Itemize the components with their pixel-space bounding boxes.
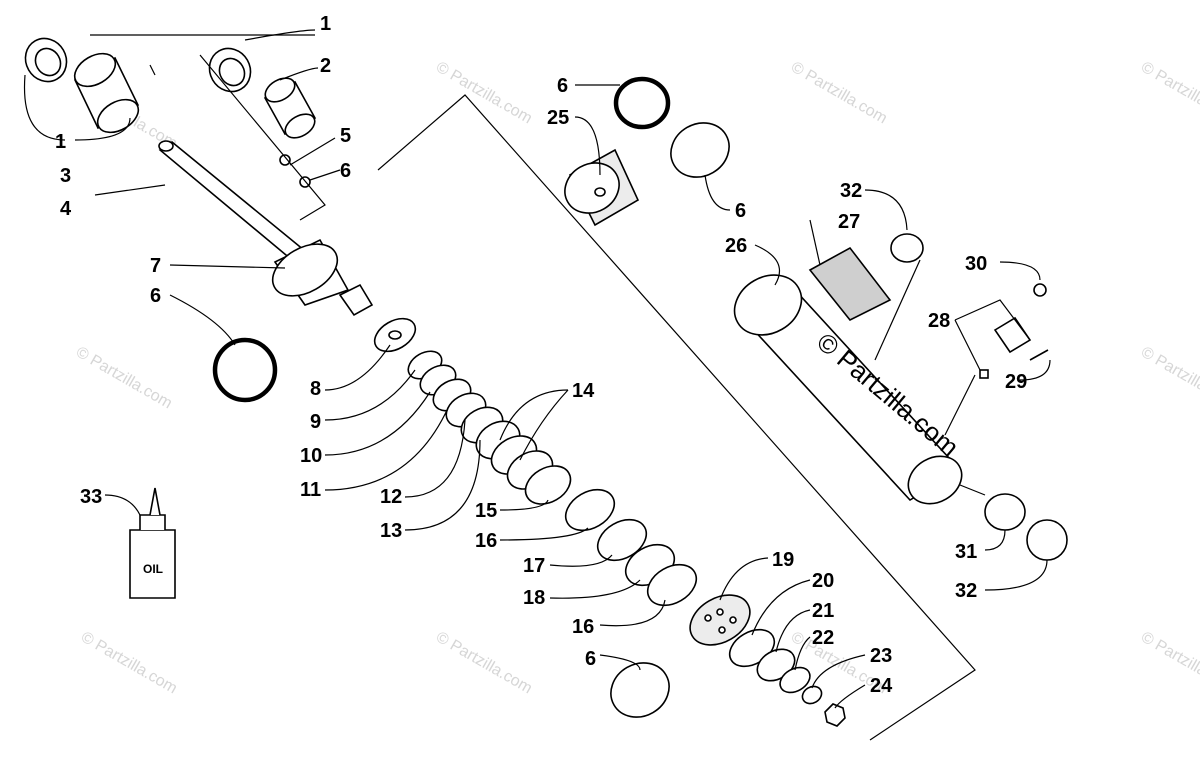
watermark-text: © Partzilla.com xyxy=(788,59,890,128)
callout-25: 25 xyxy=(547,107,569,129)
watermark-text: © Partzilla.com xyxy=(1138,344,1200,413)
decal-part-27 xyxy=(808,246,892,322)
callout-32: 32 xyxy=(840,180,862,202)
valve-part-28 xyxy=(979,316,1032,379)
shaft-part-4 xyxy=(158,140,312,267)
callout-6: 6 xyxy=(585,648,596,670)
band-part-6 xyxy=(670,122,730,178)
callout-17: 17 xyxy=(523,555,545,577)
watermark-text: © Partzilla.com xyxy=(433,629,535,698)
watermark-text: © Partzilla.com xyxy=(73,344,175,413)
callout-33: 33 xyxy=(80,486,102,508)
callout-6: 6 xyxy=(735,200,746,222)
callout-30: 30 xyxy=(965,253,987,275)
callout-1: 1 xyxy=(320,13,331,35)
callout-9: 9 xyxy=(310,411,321,433)
callout-1: 1 xyxy=(55,131,66,153)
set-screw-part-5 xyxy=(279,154,291,166)
callout-7: 7 xyxy=(150,255,161,277)
callout-31: 31 xyxy=(955,541,977,563)
callout-24: 24 xyxy=(870,675,893,697)
callout-18: 18 xyxy=(523,587,545,609)
callout-3: 3 xyxy=(60,165,71,187)
watermark-layer: © Partzilla.com © Partzilla.com © Partzi… xyxy=(73,59,1200,698)
pin-part-29 xyxy=(1029,349,1049,361)
oil-bottle-part-33: OIL xyxy=(129,487,176,599)
watermark-text: © Partzilla.com xyxy=(1138,629,1200,698)
leader-lines xyxy=(23,29,1051,709)
callout-28: 28 xyxy=(928,310,950,332)
callout-11: 11 xyxy=(300,479,321,501)
callout-2: 2 xyxy=(320,55,331,77)
callout-8: 8 xyxy=(310,378,321,400)
washer-hole xyxy=(388,330,402,340)
bushing-part-1-right xyxy=(208,47,252,93)
callout-6: 6 xyxy=(340,160,351,182)
cap-part-30 xyxy=(1033,283,1047,297)
bracket-line xyxy=(377,94,976,741)
callout-12: 12 xyxy=(380,486,402,508)
callout-5: 5 xyxy=(340,125,351,147)
piston-part-25 xyxy=(564,148,640,227)
callout-6: 6 xyxy=(150,285,161,307)
callout-27: 27 xyxy=(838,211,860,233)
callout-6: 6 xyxy=(557,75,568,97)
bushing-part-31 xyxy=(984,493,1026,531)
callout-13: 13 xyxy=(380,520,402,542)
callout-14: 14 xyxy=(572,380,595,402)
spacer-part-2 xyxy=(263,77,317,139)
sleeve-part-3 xyxy=(73,52,140,134)
callout-26: 26 xyxy=(725,235,747,257)
callout-23: 23 xyxy=(870,645,892,667)
callout-16: 16 xyxy=(475,530,497,552)
watermark-text: © Partzilla.com xyxy=(1138,59,1200,128)
callout-19: 19 xyxy=(772,549,794,571)
piston-part-19 xyxy=(689,594,751,646)
band-part-6 xyxy=(610,662,670,718)
oil-label: OIL xyxy=(143,562,163,576)
assembly-bracket xyxy=(377,94,976,741)
callout-22: 22 xyxy=(812,627,834,649)
callout-4: 4 xyxy=(60,198,72,220)
callout-20: 20 xyxy=(812,570,834,592)
shim-part-22 xyxy=(779,666,811,694)
snap-ring-part-32 xyxy=(1026,519,1068,561)
callout-10: 10 xyxy=(300,445,322,467)
bushing-part-1-left xyxy=(24,37,68,83)
callout-32: 32 xyxy=(955,580,977,602)
o-ring-part-6 xyxy=(613,76,671,130)
eyelet-part-7 xyxy=(271,238,374,317)
watermark-text: © Partzilla.com xyxy=(78,629,180,698)
snap-ring-part-32 xyxy=(890,233,924,263)
ring-part-17 xyxy=(596,518,648,562)
shim-stack xyxy=(407,350,698,607)
callout-15: 15 xyxy=(475,500,497,522)
washer-part-23 xyxy=(801,685,823,705)
callout-16: 16 xyxy=(572,616,594,638)
callout-29: 29 xyxy=(1005,371,1027,393)
o-ring-part-6 xyxy=(212,337,278,403)
callout-labels: 1 2 1 3 4 5 6 7 6 8 9 10 11 12 13 14 15 … xyxy=(55,13,1027,697)
callout-21: 21 xyxy=(812,600,834,622)
nut-part-24 xyxy=(824,703,846,727)
